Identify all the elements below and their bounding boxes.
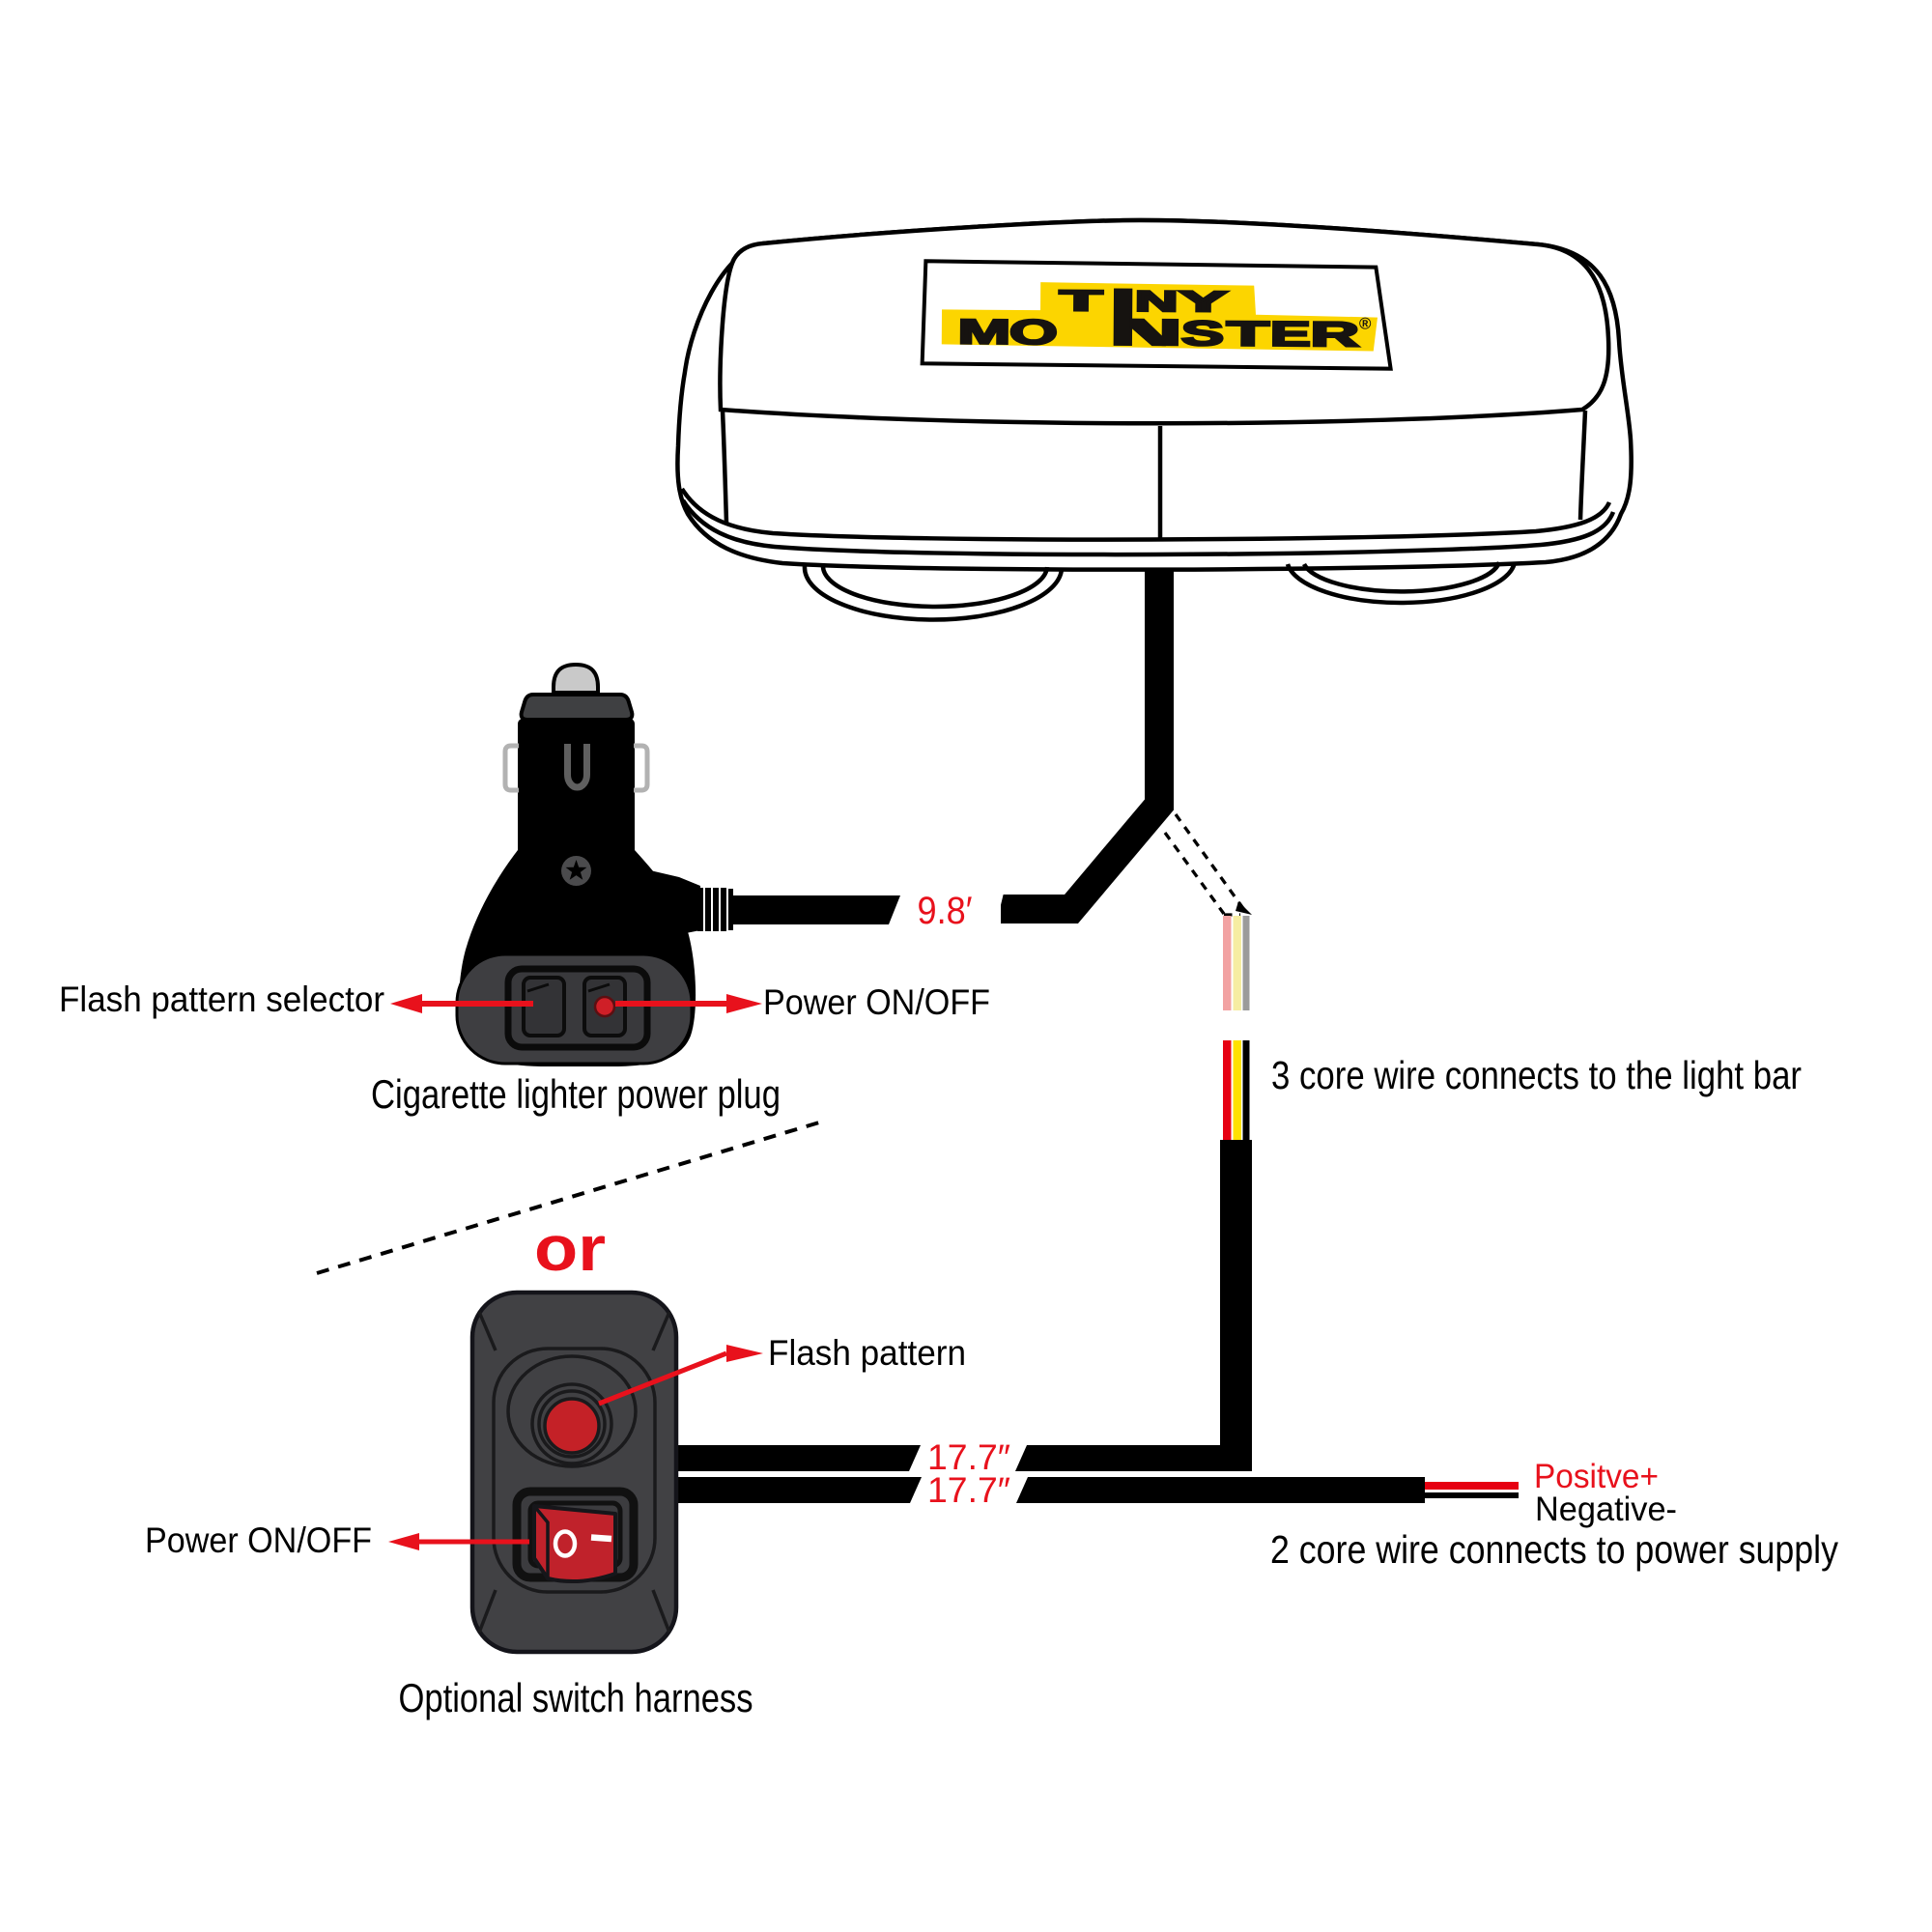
svg-text:Flash pattern selector: Flash pattern selector [59,980,384,1019]
svg-text:Flash pattern: Flash pattern [768,1333,966,1373]
svg-text:Power ON/OFF: Power ON/OFF [763,982,990,1022]
svg-text:2 core wire connects to power: 2 core wire connects to power supply [1270,1527,1838,1572]
svg-text:S: S [1181,315,1225,354]
svg-text:N: N [1135,285,1179,318]
svg-text:Negative-: Negative- [1535,1491,1677,1528]
svg-text:Positve+: Positve+ [1534,1458,1659,1495]
svg-text:M: M [957,313,1010,353]
svg-text:17.7″: 17.7″ [927,1437,1010,1477]
svg-text:or: or [534,1212,606,1284]
svg-text:T: T [1227,314,1270,354]
svg-text:17.7″: 17.7″ [927,1470,1010,1510]
svg-text:E: E [1270,315,1311,354]
svg-text:®: ® [1359,314,1372,332]
svg-text:O: O [1009,313,1058,353]
svg-text:9.8′: 9.8′ [918,890,973,932]
svg-text:3 core wire connects to the li: 3 core wire connects to the light bar [1271,1053,1802,1097]
svg-text:Power ON/OFF: Power ON/OFF [145,1520,372,1560]
svg-text:T: T [1060,284,1103,317]
svg-text:Cigarette lighter power plug: Cigarette lighter power plug [371,1071,781,1117]
svg-text:R: R [1310,315,1359,354]
svg-text:Optional switch harness: Optional switch harness [399,1675,753,1720]
svg-text:Y: Y [1179,285,1227,318]
